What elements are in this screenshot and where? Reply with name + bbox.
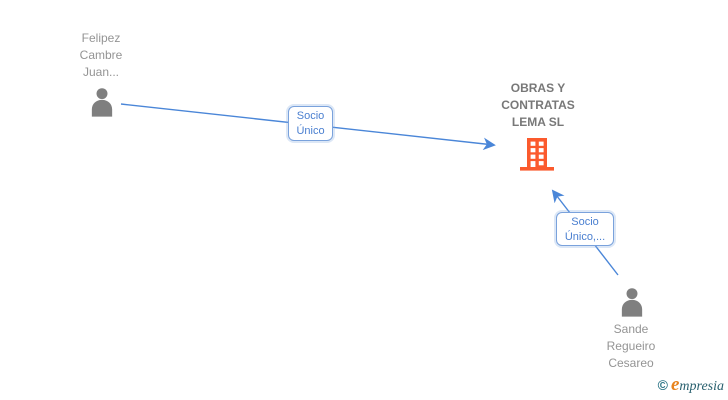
person1-name-line3: Juan... bbox=[82, 65, 120, 79]
person2-name-line1: Sande bbox=[613, 322, 649, 336]
node-label-person-felipez: Felipez Cambre Juan... bbox=[40, 30, 162, 81]
node-company-obras[interactable] bbox=[519, 136, 555, 171]
person1-name-line1: Felipez bbox=[81, 31, 121, 45]
person1-name-line2: Cambre bbox=[79, 48, 123, 62]
edge2-label-line2: Único,... bbox=[564, 231, 606, 243]
company-name-line2: CONTRATAS bbox=[501, 98, 575, 112]
node-person-felipez[interactable] bbox=[88, 86, 116, 117]
node-label-person-sande: Sande Regueiro Cesareo bbox=[571, 321, 691, 372]
edge1-label-line1: Socio bbox=[296, 110, 325, 122]
person-icon bbox=[621, 288, 643, 317]
node-person-sande[interactable] bbox=[618, 286, 646, 317]
person-icon bbox=[91, 88, 113, 117]
person2-name-line3: Cesareo bbox=[608, 356, 654, 370]
empresia-logo[interactable]: ©empresia bbox=[658, 374, 724, 396]
building-icon bbox=[520, 138, 554, 171]
company-name-line1: OBRAS Y bbox=[510, 81, 566, 95]
brand-initial: e bbox=[670, 374, 680, 395]
copyright-icon: © bbox=[657, 377, 668, 393]
edge-label-socio-unico[interactable]: Socio Único bbox=[288, 106, 333, 141]
edge1-label-line2: Único bbox=[296, 125, 325, 137]
person2-name-line2: Regueiro bbox=[606, 339, 656, 353]
node-label-company-obras: OBRAS Y CONTRATAS LEMA SL bbox=[478, 80, 598, 131]
brand-rest: mpresia bbox=[679, 379, 724, 394]
company-name-line3: LEMA SL bbox=[511, 115, 565, 129]
edge-label-socio-unico-more[interactable]: Socio Único,... bbox=[556, 212, 614, 246]
edge2-label-line1: Socio bbox=[571, 216, 599, 228]
